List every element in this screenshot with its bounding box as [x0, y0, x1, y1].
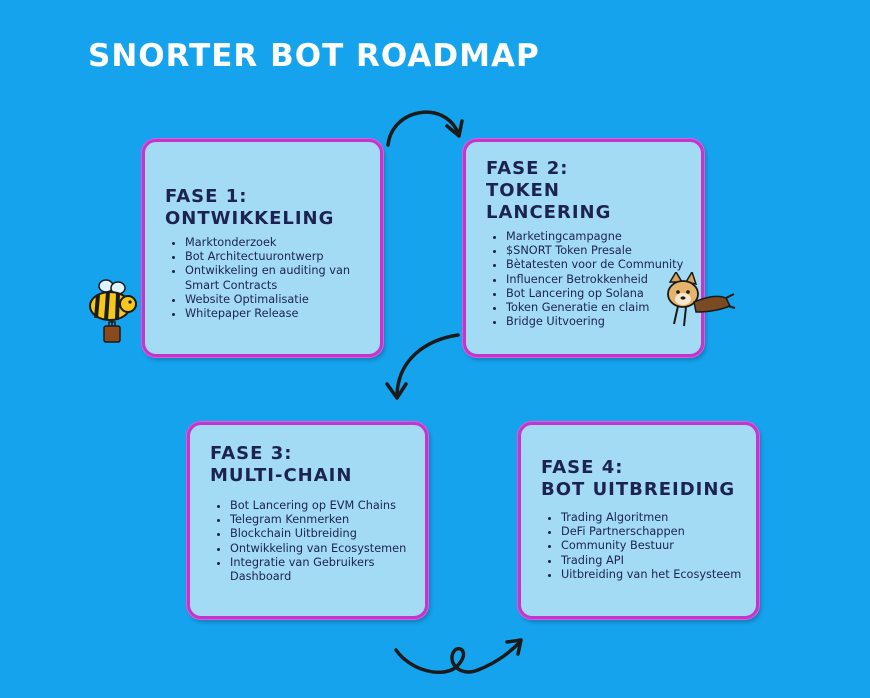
phase-1-title: ONTWIKKELING	[165, 208, 335, 229]
phase-4-card: FASE 4: BOT UITBREIDING Trading Algoritm…	[518, 422, 759, 619]
phase-4-label: FASE 4:	[541, 457, 624, 478]
phase-2-title-line1: TOKEN	[486, 180, 560, 201]
phase-2-heading: FASE 2: TOKEN LANCERING	[486, 158, 691, 224]
phase-2-list: Marketingcampagne $SNORT Token Presale B…	[486, 230, 691, 329]
phase-1-card: FASE 1: ONTWIKKELING Marktonderzoek Bot …	[142, 139, 383, 357]
phase-3-label: FASE 3:	[210, 443, 293, 464]
list-item: Marktonderzoek	[185, 236, 368, 250]
dog-mascot-icon	[667, 272, 736, 327]
list-item: Trading Algoritmen	[561, 511, 746, 525]
list-item: Integratie van Gebruikers Dashboard	[230, 556, 415, 584]
phase-3-heading: FASE 3: MULTI-CHAIN	[210, 443, 415, 487]
phase-4-list: Trading Algoritmen DeFi Partnerschappen …	[541, 511, 746, 582]
list-item: Bot Lancering op Solana	[506, 287, 691, 301]
list-item: DeFi Partnerschappen	[561, 525, 746, 539]
list-item: Bètatesten voor de Community	[506, 258, 691, 272]
list-item: Bridge Uitvoering	[506, 315, 691, 329]
phase-1-label: FASE 1:	[165, 186, 248, 207]
phase-2-card: FASE 2: TOKEN LANCERING Marketingcampagn…	[463, 139, 704, 357]
list-item: Token Generatie en claim	[506, 301, 691, 315]
phase-1-list: Marktonderzoek Bot Architectuurontwerp O…	[165, 236, 368, 321]
list-item: Bot Architectuurontwerp	[185, 250, 368, 264]
list-item: Website Optimalisatie	[185, 293, 368, 307]
phase-2-label: FASE 2:	[486, 158, 569, 179]
curved-arrow-icon	[386, 110, 464, 147]
list-item: Community Bestuur	[561, 539, 746, 553]
curved-arrow-icon	[394, 638, 523, 674]
list-item: Whitepaper Release	[185, 307, 368, 321]
phase-1-heading: FASE 1: ONTWIKKELING	[165, 186, 368, 230]
list-item: Ontwikkeling en auditing van Smart Contr…	[185, 264, 368, 292]
list-item: Bot Lancering op EVM Chains	[230, 499, 415, 513]
phase-3-title: MULTI-CHAIN	[210, 465, 353, 486]
list-item: Marketingcampagne	[506, 230, 691, 244]
list-item: Uitbreiding van het Ecosysteem	[561, 568, 746, 582]
phase-2-title-line2: LANCERING	[486, 202, 612, 223]
phase-4-title: BOT UITBREIDING	[541, 479, 736, 500]
phase-3-card: FASE 3: MULTI-CHAIN Bot Lancering op EVM…	[187, 422, 428, 619]
curved-arrow-icon	[385, 333, 460, 400]
bee-mascot-icon	[89, 279, 137, 343]
list-item: Blockchain Uitbreiding	[230, 527, 415, 541]
list-item: Telegram Kenmerken	[230, 513, 415, 527]
phase-3-list: Bot Lancering op EVM Chains Telegram Ken…	[210, 499, 415, 584]
phase-4-heading: FASE 4: BOT UITBREIDING	[541, 457, 746, 501]
page-title: SNORTER BOT ROADMAP	[88, 38, 540, 74]
list-item: Trading API	[561, 554, 746, 568]
list-item: $SNORT Token Presale	[506, 244, 691, 258]
list-item: Ontwikkeling van Ecosystemen	[230, 542, 415, 556]
list-item: Influencer Betrokkenheid	[506, 273, 691, 287]
